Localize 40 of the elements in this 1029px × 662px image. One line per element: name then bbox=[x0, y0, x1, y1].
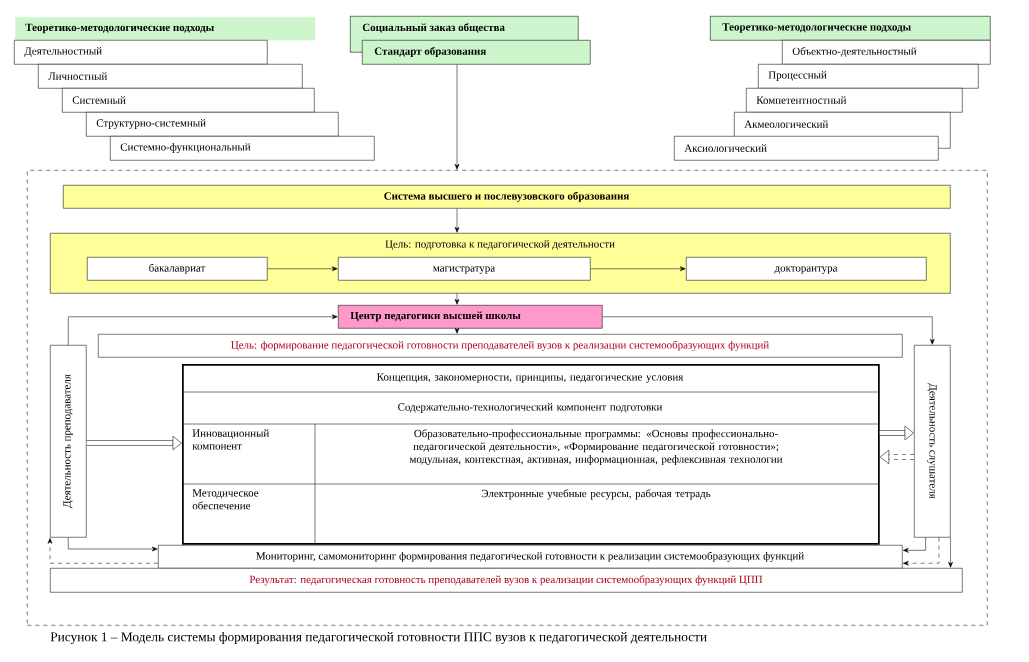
header-box: Теоретико-методологические подходы bbox=[710, 16, 991, 41]
center-box: Центр педагогики высшей школы bbox=[338, 305, 603, 329]
system-box: Система высшего и послевузовского образования bbox=[63, 185, 951, 209]
arrow bbox=[454, 64, 460, 170]
arrow bbox=[590, 266, 686, 272]
approach-box: Деятельностный bbox=[14, 40, 268, 65]
arrow bbox=[879, 425, 914, 441]
arrow bbox=[454, 293, 460, 305]
arrow bbox=[948, 537, 953, 568]
level-box: бакалавриат bbox=[87, 257, 268, 281]
arrow bbox=[86, 435, 182, 451]
standard-box: Стандарт образования bbox=[362, 40, 591, 65]
arrow bbox=[903, 537, 940, 566]
activity-box: Деятельность преподавателя bbox=[50, 345, 87, 538]
approach-box: Объектно-деятельностный bbox=[782, 40, 991, 65]
level-box: магистратура bbox=[338, 257, 591, 281]
monitoring-box: Мониторинг, самомониторинг формирования педагогической готовности к реализации системообразующих функций bbox=[158, 545, 903, 569]
result-box: Результат: педагогическая готовность преподавателей вузов к реализации системообразующих функций ЦПП bbox=[50, 568, 963, 593]
approach-box: Системно-функциональный bbox=[110, 136, 375, 161]
approach-box: Компетентностный bbox=[746, 88, 963, 113]
arrow bbox=[267, 266, 338, 272]
arrow bbox=[454, 208, 460, 233]
approach-box: Процессный bbox=[758, 64, 979, 89]
arrow bbox=[602, 316, 935, 345]
arrow bbox=[454, 327, 460, 334]
level-box: докторантура bbox=[686, 257, 927, 281]
activity-box: Деятельность слушателя bbox=[914, 345, 951, 538]
arrow bbox=[68, 314, 338, 346]
goal-box: Цель: формирование педагогической готовности преподавателей вузов к реализации системообразующих функций bbox=[98, 334, 903, 358]
caption: Рисунок 1 – Модель системы формирования педагогической готовности ППС вузов к педагогической деятельности bbox=[50, 631, 707, 645]
approach-box: Системный bbox=[62, 88, 315, 113]
arrow bbox=[47, 538, 159, 564]
arrow bbox=[68, 537, 158, 552]
arrow bbox=[879, 449, 914, 465]
header-box: Теоретико-методологические подходы bbox=[15, 17, 316, 41]
approach-box: Личностный bbox=[38, 64, 303, 89]
approach-box: Аксиологический bbox=[674, 136, 939, 161]
arrow bbox=[903, 537, 926, 553]
dashed-frame bbox=[27, 170, 988, 626]
approach-box: Структурно-системный bbox=[86, 112, 339, 137]
